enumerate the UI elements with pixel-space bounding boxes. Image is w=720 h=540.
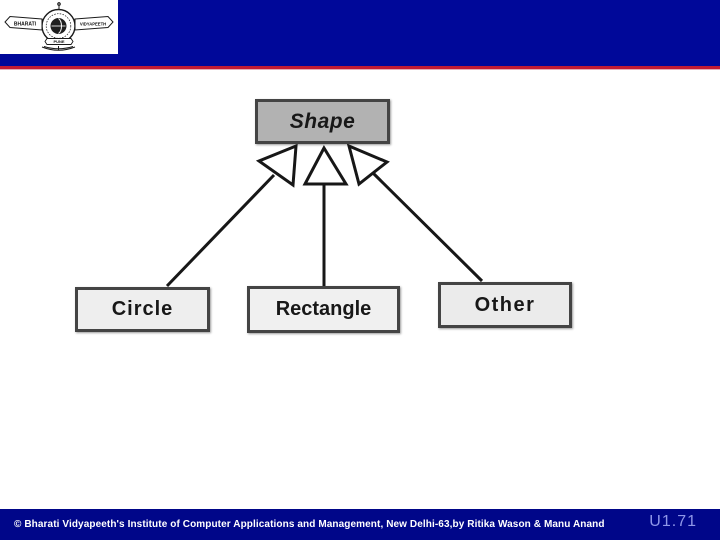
uml-inheritance-diagram: Shape Circle Rectangle Other bbox=[60, 90, 585, 340]
institution-logo: BHARATI VIDYAPEETH PUNE bbox=[0, 0, 118, 54]
class-box-shape: Shape bbox=[255, 99, 390, 144]
slide-page-number: U1.71 bbox=[649, 513, 697, 530]
class-box-other: Other bbox=[438, 282, 572, 328]
inheritance-line-other bbox=[371, 171, 484, 283]
inheritance-arrowhead-other-icon bbox=[346, 143, 390, 187]
class-box-circle: Circle bbox=[75, 287, 210, 332]
class-label-rectangle: Rectangle bbox=[275, 298, 372, 320]
class-label-other: Other bbox=[474, 293, 536, 316]
bharati-vidyapeeth-emblem-icon: BHARATI VIDYAPEETH PUNE bbox=[4, 2, 114, 51]
logo-text-vidyapeeth: VIDYAPEETH bbox=[80, 22, 106, 27]
inheritance-arrowhead-rectangle-icon bbox=[302, 144, 349, 186]
inheritance-connectors bbox=[165, 143, 484, 288]
copyright-text: © Bharati Vidyapeeth's Institute of Comp… bbox=[14, 519, 605, 530]
header-accent-divider bbox=[0, 66, 720, 70]
logo-text-pune: PUNE bbox=[53, 39, 64, 44]
class-box-rectangle: Rectangle bbox=[247, 286, 400, 333]
inheritance-arrowhead-circle-icon bbox=[255, 143, 298, 188]
footer-bar: © Bharati Vidyapeeth's Institute of Comp… bbox=[0, 509, 720, 540]
inheritance-line-circle bbox=[165, 173, 276, 288]
header-bar: BHARATI VIDYAPEETH PUNE bbox=[0, 0, 720, 66]
logo-text-bharati: BHARATI bbox=[14, 22, 37, 28]
class-label-circle: Circle bbox=[111, 298, 174, 320]
class-label-shape: Shape bbox=[289, 109, 356, 133]
